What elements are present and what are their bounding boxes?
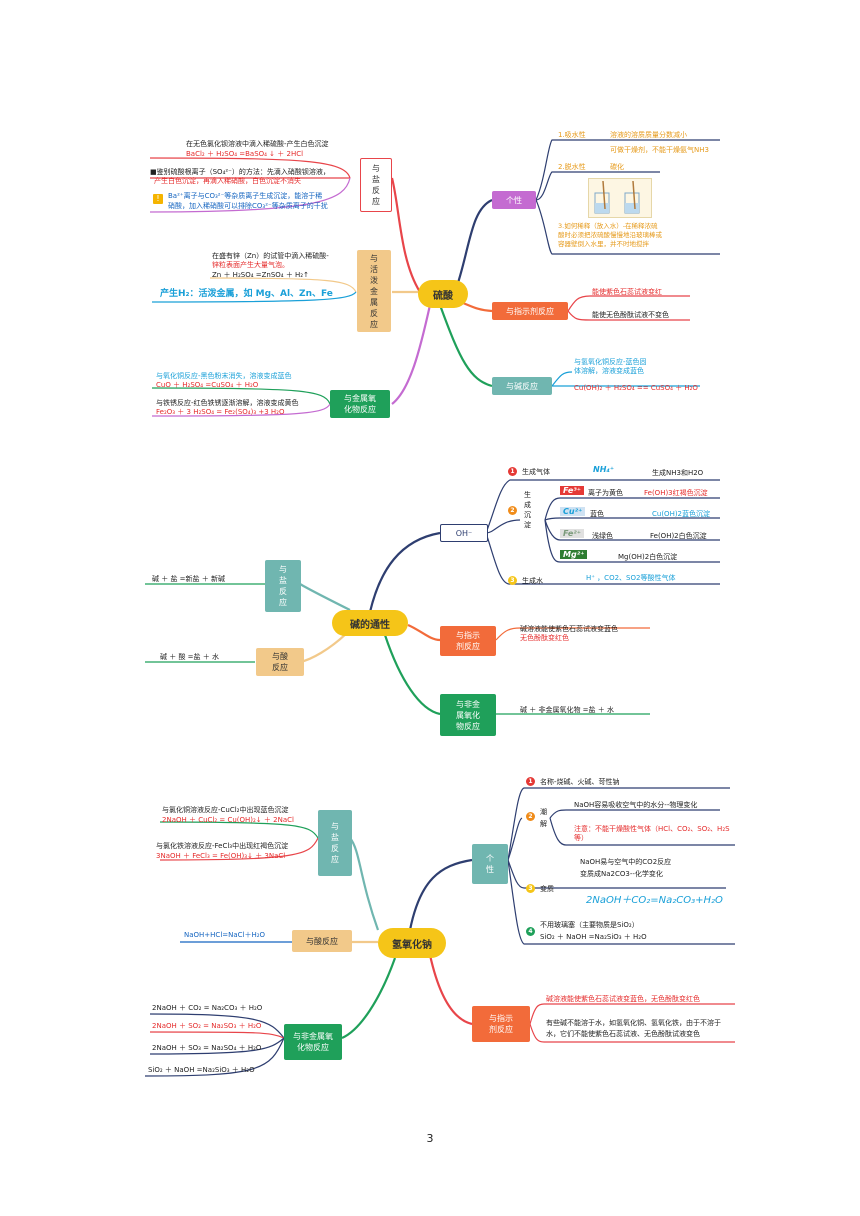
precip-row-2-color: 蓝色 [590, 510, 604, 518]
branch-base-nonmetal: 与非金 属氧化 物反应 [440, 694, 496, 736]
num-3-icon-m3: 3 [526, 884, 535, 893]
naoh-indicator-2: 有些碱不能溶于水，如氢氧化铜、氢氧化铁，由于不溶于水，它们不能使紫色石蕊试液、无… [546, 1019, 721, 1038]
naoh-salt-4: 3NaOH ＋ FeCl₃ = Fe(OH)₃↓ ＋ 3NaCl [156, 852, 286, 860]
precip-row-2-text: Cu(OH)2蓝色沉淀 [652, 510, 711, 518]
indicator-line-1: 能使紫色石蕊试液变红 [592, 288, 662, 296]
ion-fe3: Fe³⁺ [560, 486, 584, 495]
ion-nh4: NH₄⁺ [593, 465, 615, 474]
num-3-icon: 3 [508, 576, 517, 585]
naoh-salt-1: 与氯化铜溶液反应-CuCl₂中出现蓝色沉淀 [162, 806, 289, 814]
oxide-line-1: 与氧化铜反应-黑色粉末消失，溶液变成蓝色 [156, 372, 292, 380]
naoh-acid-text: NaOH+HCl=NaCl＋H₂O [184, 931, 266, 939]
precip-row-4-text: Mg(OH)2白色沉淀 [618, 553, 678, 561]
precip-label: 生 成 沉 淀 [524, 491, 531, 529]
precip-row-1-color: 离子为黄色 [588, 489, 623, 497]
naoh-indicator-1: 碱溶液能使紫色石蕊试液变蓝色，无色酚酞变红色 [546, 995, 700, 1003]
naoh-salt-2: 2NaOH ＋ CuCl₂ = Cu(OH)₂↓ ＋ 2NaCl [162, 816, 294, 824]
branch-properties: 个性 [492, 191, 536, 209]
water-label: 生成水 [522, 577, 543, 585]
base-indicator-2: 无色酚酞变红色 [520, 634, 569, 642]
num-2-icon-m3: 2 [526, 812, 535, 821]
deliq-1: NaOH容易吸收空气中的水分--物理变化 [574, 801, 698, 809]
ion-fe2: Fe²⁺ [560, 529, 584, 538]
salt-line-3: ■鉴别硫酸根离子（SO₄²⁻）的方法：先滴入硝酸钡溶液， [150, 168, 330, 176]
precip-row-3-text: Fe(OH)2白色沉淀 [650, 532, 707, 540]
branch-indicator: 与指示剂反应 [492, 302, 568, 320]
center-node-base-properties: 碱的通性 [332, 610, 408, 636]
gas-text: 生成NH3和H2O [652, 469, 704, 477]
ion-cu2: Cu²⁺ [560, 507, 586, 516]
branch-base-indicator: 与指示 剂反应 [440, 626, 496, 656]
oxide-line-2: CuO ＋ H₂SO₄ =CuSO₄ ＋ H₂O [156, 381, 259, 389]
precip-row-1-text: Fe(OH)3红褐色沉淀 [644, 489, 708, 497]
spoil-1: NaOH易与空气中的CO2反应 [580, 858, 672, 866]
naoh-name: 名称-烧碱、火碱、苛性钠 [540, 778, 620, 786]
spoil-2: 变质成Na2CO3--化学变化 [580, 870, 663, 878]
nonmetal-row-2: 2NaOH ＋ SO₂ = Na₂SO₃ ＋ H₂O [152, 1022, 262, 1030]
oxide-line-4: Fe₂O₃ ＋ 3 H₂SO₄ = Fe₂(SO₄)₃ +3 H₂O [156, 408, 285, 416]
dilution-illustration [588, 178, 652, 218]
prop-1b: 可做干燥剂，不能干燥氨气NH3 [610, 146, 709, 154]
prop-3: 3.如何稀释（放入水）-在稀释浓硫酸时必须把浓硫酸慢慢地沿玻璃棒或容器壁倒入水里… [558, 222, 662, 248]
base-salt-text: 碱 ＋ 盐 =新盐 ＋ 新碱 [152, 575, 225, 583]
warning-icon: ! [153, 194, 163, 204]
branch-naoh-properties: 个 性 [472, 844, 508, 884]
salt-line-5: Ba²⁺离子与CO₃²⁻等杂质离子生成沉淀，能溶于稀 [168, 192, 323, 200]
base-line-3: Cu(OH)₂ ＋ H₂SO₄ == CuSO₄ ＋ H₂O [574, 384, 698, 392]
num-2-icon: 2 [508, 506, 517, 515]
base-line-1: 与氢氧化铜反应-蓝色固 [574, 358, 647, 366]
branch-naoh-salt: 与 盐 反 应 [318, 810, 352, 876]
branch-naoh-acid: 与酸反应 [292, 930, 352, 952]
branch-active-metal: 与 活 泼 金 属 反 应 [357, 250, 391, 332]
nonmetal-row-3: 2NaOH ＋ SO₃ = Na₂SO₄ ＋ H₂O [152, 1044, 262, 1052]
naoh-salt-3: 与氯化铁溶液反应-FeCl₃中出现红褐色沉淀 [156, 842, 289, 850]
branch-naoh-indicator: 与指示 剂反应 [472, 1006, 530, 1042]
branch-salt-reaction: 与 盐 反 应 [360, 158, 392, 212]
base-indicator-1: 碱溶液能使紫色石蕊试液变蓝色 [520, 625, 618, 633]
salt-line-2: BaCl₂ ＋ H₂SO₄ =BaSO₄ ↓ ＋ 2HCl [186, 150, 304, 158]
center-node-sodium-hydroxide: 氢氧化钠 [378, 928, 446, 958]
gas-label: 生成气体 [522, 468, 550, 476]
prop-2a: 碳化 [610, 163, 624, 171]
nonmetal-row-4: SiO₂ ＋ NaOH =Na₂SiO₃ ＋ H₂O [148, 1066, 255, 1074]
spoil-3: 2NaOH＋CO₂=Na₂CO₃+H₂O [586, 895, 723, 906]
branch-oh: OH⁻ [440, 524, 488, 542]
center-node-sulfuric-acid: 硫酸 [418, 280, 468, 308]
glass-2: SiO₂ ＋ NaOH =Na₂SiO₃ ＋ H₂O [540, 933, 647, 941]
deliq-2: 注意：不能干燥酸性气体（HCl、CO₂、SO₂、H₂S等） [574, 825, 730, 842]
oxide-line-3: 与铁锈反应-红色铁锈逐渐溶解，溶液变成黄色 [156, 399, 299, 407]
num-1-icon-m3: 1 [526, 777, 535, 786]
branch-metal-oxide: 与金属氧 化物反应 [330, 390, 390, 418]
deliquescence-label: 潮 解 [540, 808, 547, 828]
prop-1: 1.吸水性 [558, 131, 586, 139]
indicator-line-2: 能使无色酚酞试液不变色 [592, 311, 669, 319]
prop-1a: 溶液的溶质质量分数减小 [610, 131, 687, 139]
precip-row-3-color: 浅绿色 [592, 532, 613, 540]
spoil-label: 变质 [540, 885, 554, 893]
water-text: H⁺ ，CO2、SO2等酸性气体 [586, 574, 676, 582]
base-acid-text: 碱 ＋ 酸 =盐 ＋ 水 [160, 653, 219, 661]
prop-2: 2.脱水性 [558, 163, 586, 171]
branch-base-reaction: 与碱反应 [492, 377, 552, 395]
branch-base-acid: 与酸 反应 [256, 648, 304, 676]
ion-mg2: Mg²⁺ [560, 550, 588, 559]
num-4-icon-m3: 4 [526, 927, 535, 936]
salt-line-1: 在无色氯化钡溶液中滴入稀硫酸-产生白色沉淀 [186, 140, 329, 148]
num-1-icon: 1 [508, 467, 517, 476]
branch-naoh-nonmetal: 与非金属氧 化物反应 [284, 1024, 342, 1060]
salt-line-4: 产生白色沉淀，再滴入稀硝酸，白色沉淀不消失 [154, 177, 301, 185]
base-nonmetal-text: 碱 ＋ 非金属氧化物 =盐 ＋ 水 [520, 706, 614, 714]
nonmetal-row-1: 2NaOH ＋ CO₂ = Na₂CO₃ ＋ H₂O [152, 1004, 263, 1012]
salt-line-6: 硝酸，加入稀硝酸可以排除CO₃²⁻等杂质离子的干扰 [168, 202, 328, 210]
base-line-2: 体溶解，溶液变成蓝色 [574, 367, 644, 375]
metal-line-1: 在盛有锌（Zn）的试管中滴入稀硫酸- [212, 252, 329, 260]
metal-line-4: 产生H₂：活泼金属，如 Mg、Al、Zn、Fe [160, 289, 333, 299]
page-number: 3 [426, 1132, 434, 1145]
metal-line-3: Zn ＋ H₂SO₄ =ZnSO₄ ＋ H₂↑ [212, 271, 309, 279]
glass-1: 不用玻璃塞（主要物质是SiO₂） [540, 921, 639, 929]
branch-base-salt: 与 盐 反 应 [265, 560, 301, 612]
metal-line-2: 锌粒表面产生大量气泡。 [212, 261, 289, 269]
